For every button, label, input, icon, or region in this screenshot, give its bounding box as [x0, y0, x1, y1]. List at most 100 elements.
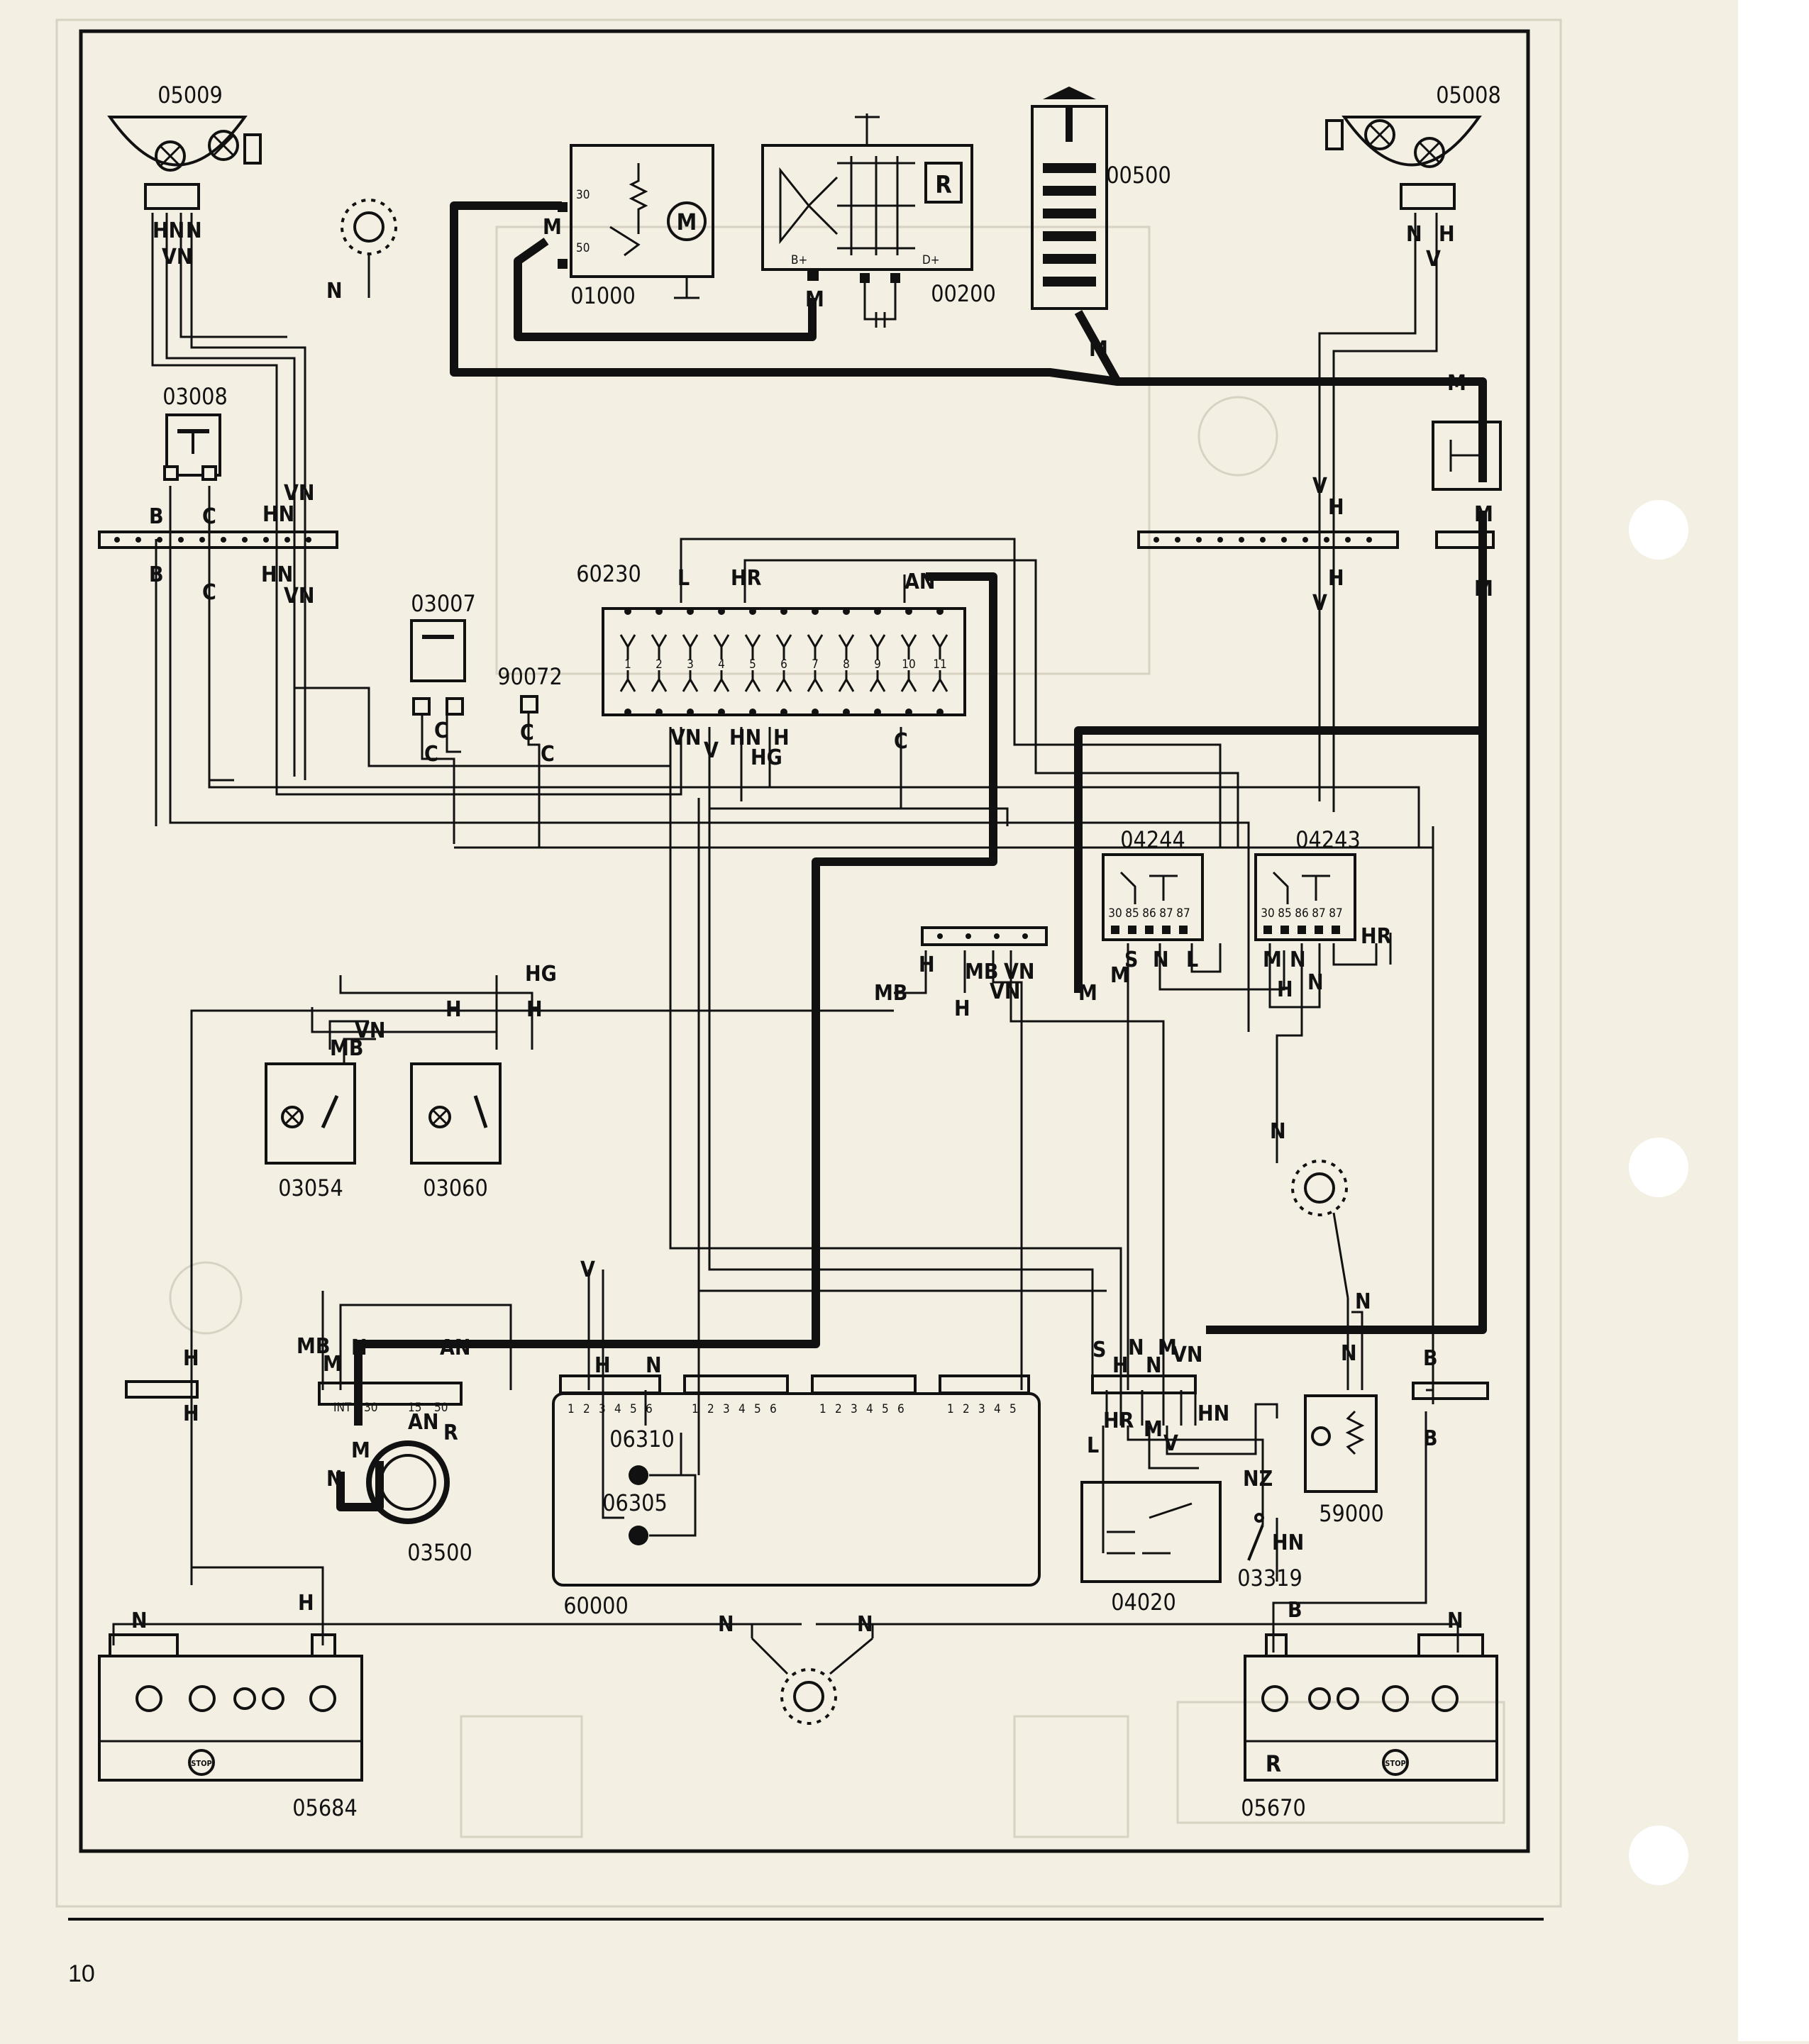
starter-terminal-50: 50	[576, 241, 590, 255]
wire-label: N	[1406, 222, 1422, 247]
relay-unit-right	[1432, 421, 1502, 491]
relay-pin	[1179, 926, 1188, 934]
wire-label: B	[1423, 1426, 1438, 1451]
fuse-slot: 9	[869, 608, 886, 716]
wire-label: MB	[330, 1036, 363, 1061]
panel-pin-number: 4	[994, 1402, 1001, 1416]
wire-label: MB	[965, 960, 998, 984]
switch-03008: 03008	[162, 383, 228, 481]
panel-pin-number: 1	[568, 1402, 575, 1416]
code-06310: 06310	[609, 1426, 675, 1453]
wire-label: N	[131, 1609, 148, 1633]
wire-label: M	[805, 287, 824, 312]
wire-label: HN	[262, 502, 294, 527]
wire-label: M	[543, 215, 562, 240]
relay-pin-label: 87	[1312, 906, 1325, 921]
fuse-number: 7	[812, 657, 819, 672]
code-03007: 03007	[411, 590, 476, 617]
wire-label: VN	[284, 481, 314, 506]
fuse-slot: 7	[807, 608, 824, 716]
wire-label: L	[1186, 948, 1198, 972]
fuse-slot: 8	[838, 608, 855, 716]
connector-strip-left	[98, 531, 338, 549]
wire-label: HN	[729, 726, 761, 750]
switch-03054: 03054	[265, 1062, 356, 1201]
fuse-number: 4	[718, 657, 725, 672]
switch-03060: 03060	[410, 1062, 502, 1201]
wire-label: AN	[408, 1410, 438, 1435]
wire-label: VN	[1172, 1343, 1202, 1367]
code-06305: 06305	[602, 1489, 668, 1516]
ignition-switch-03500: INT 30 15 50 03500	[318, 1382, 472, 1566]
panel-pin-number: 3	[723, 1402, 730, 1416]
code-04020: 04020	[1111, 1589, 1176, 1616]
fuse-slot: 4	[713, 608, 730, 716]
panel-pin-number: 5	[630, 1402, 637, 1416]
relay-pin	[1162, 926, 1171, 934]
relay-pin	[1145, 926, 1154, 934]
fuse-number: 9	[874, 657, 881, 672]
relay-pin	[1315, 926, 1323, 934]
panel-pin-number: 1	[819, 1402, 826, 1416]
relay-pin-label: 85	[1278, 906, 1291, 921]
ignition-terminal-int: INT	[333, 1401, 352, 1415]
panel-pin-number: 2	[583, 1402, 590, 1416]
wire-label: M	[1474, 577, 1493, 601]
panel-pin-number: 5	[1009, 1402, 1017, 1416]
panel-pin-number: 2	[963, 1402, 970, 1416]
panel-pin-number: 6	[770, 1402, 777, 1416]
fuse-number: 2	[655, 657, 663, 672]
wire-label: N	[186, 218, 202, 243]
wire-label: N	[351, 1335, 367, 1360]
wire-label: MB	[297, 1334, 330, 1359]
panel-pin-number: 6	[646, 1402, 653, 1416]
wire-label: C	[541, 742, 555, 767]
show-through-background	[55, 18, 1562, 1908]
wire-label: N	[1307, 970, 1324, 995]
wire-label: N	[1290, 948, 1306, 972]
wire-label: V	[1312, 474, 1327, 499]
wire-label: NZ	[1243, 1467, 1273, 1492]
wire-label: HR	[1103, 1409, 1134, 1433]
wire-label: VN	[355, 1018, 385, 1043]
panel-pin-number: 2	[835, 1402, 842, 1416]
wire-label: V	[704, 738, 719, 763]
code-03054: 03054	[278, 1174, 343, 1201]
wire-label: HN	[1272, 1531, 1304, 1555]
punch-hole-middle	[1629, 1138, 1688, 1197]
wire-label: H	[919, 952, 935, 977]
fuse-slot: 6	[775, 608, 792, 716]
relay-pin-label: 85	[1125, 906, 1139, 921]
ignition-terminal-15: 15	[408, 1401, 421, 1415]
fuse-slot: 5	[744, 608, 761, 716]
starter-terminal-30: 30	[576, 188, 590, 202]
rear-lamp-05684: STOP 05684	[98, 1633, 363, 1821]
wire-label: H	[446, 997, 462, 1022]
code-01000: 01000	[570, 282, 636, 309]
panel-pin-number: 3	[599, 1402, 606, 1416]
wire-label: N	[326, 279, 343, 304]
code-05008: 05008	[1436, 82, 1501, 109]
relay-pin-label: 30	[1108, 906, 1122, 921]
alternator-terminal-bplus: B+	[791, 253, 807, 267]
panel-pin-number: 1	[947, 1402, 954, 1416]
wire-label: HN	[153, 218, 184, 243]
wire-label: MB	[874, 981, 907, 1006]
punch-hole-bottom	[1629, 1826, 1688, 1885]
wire-label: L	[1087, 1433, 1099, 1458]
code-03500: 03500	[407, 1539, 472, 1566]
page-number: 10	[68, 1960, 95, 1987]
wire-label: C	[894, 729, 908, 754]
motor-symbol: M	[677, 209, 697, 235]
wire-label: H	[594, 1353, 611, 1378]
wire-label: N	[326, 1467, 343, 1492]
code-90072: 90072	[497, 663, 563, 690]
wire-label: HN	[1197, 1401, 1229, 1426]
code-03319: 03319	[1237, 1565, 1302, 1592]
wire-label: VN	[990, 979, 1020, 1004]
wire-label: H	[183, 1401, 199, 1426]
wire-label: B	[149, 562, 164, 587]
